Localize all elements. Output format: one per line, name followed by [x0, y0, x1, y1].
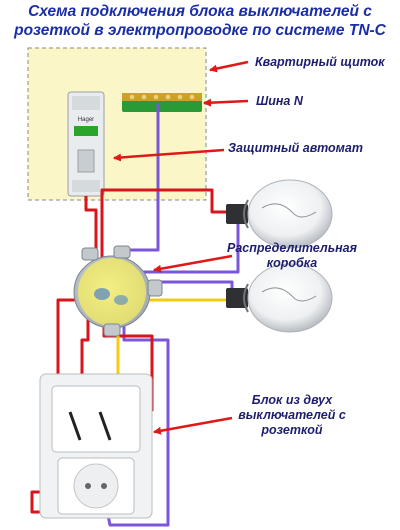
label-block-3: розеткой — [260, 423, 323, 437]
label-junction-1: Распределительная — [227, 241, 358, 255]
label-breaker: Защитный автомат — [228, 141, 363, 155]
arrow-bus — [203, 98, 249, 107]
label-panel: Квартирный щиток — [255, 55, 385, 69]
bus-bar-icon — [122, 93, 202, 112]
title-line-1: Схема подключения блока выключателей с — [28, 3, 372, 20]
title-line-2: розеткой в электропроводке по системе TN… — [14, 22, 386, 39]
arrow-breaker — [113, 148, 225, 162]
label-junction-2: коробка — [267, 256, 317, 270]
switch-socket-block — [39, 373, 153, 519]
arrow-panel — [209, 60, 249, 73]
breaker-brand: Hager — [78, 117, 94, 123]
label-block-1: Блок из двух — [252, 393, 333, 407]
arrow-block — [153, 416, 233, 435]
label-block-2: выключателей с — [238, 408, 346, 422]
label-bus: Шина N — [256, 94, 304, 108]
lamp-icon — [226, 263, 333, 333]
callout-arrows — [113, 60, 249, 435]
arrow-junction — [153, 254, 233, 273]
junction-box-icon — [73, 245, 163, 337]
apartment-panel — [27, 47, 207, 201]
socket-icon — [57, 457, 135, 515]
breaker-icon: Hager — [67, 91, 105, 197]
lamp-icon — [226, 179, 333, 249]
switch-icon — [51, 385, 141, 453]
diagram-title: Схема подключения блока выключателей с р… — [0, 2, 400, 40]
